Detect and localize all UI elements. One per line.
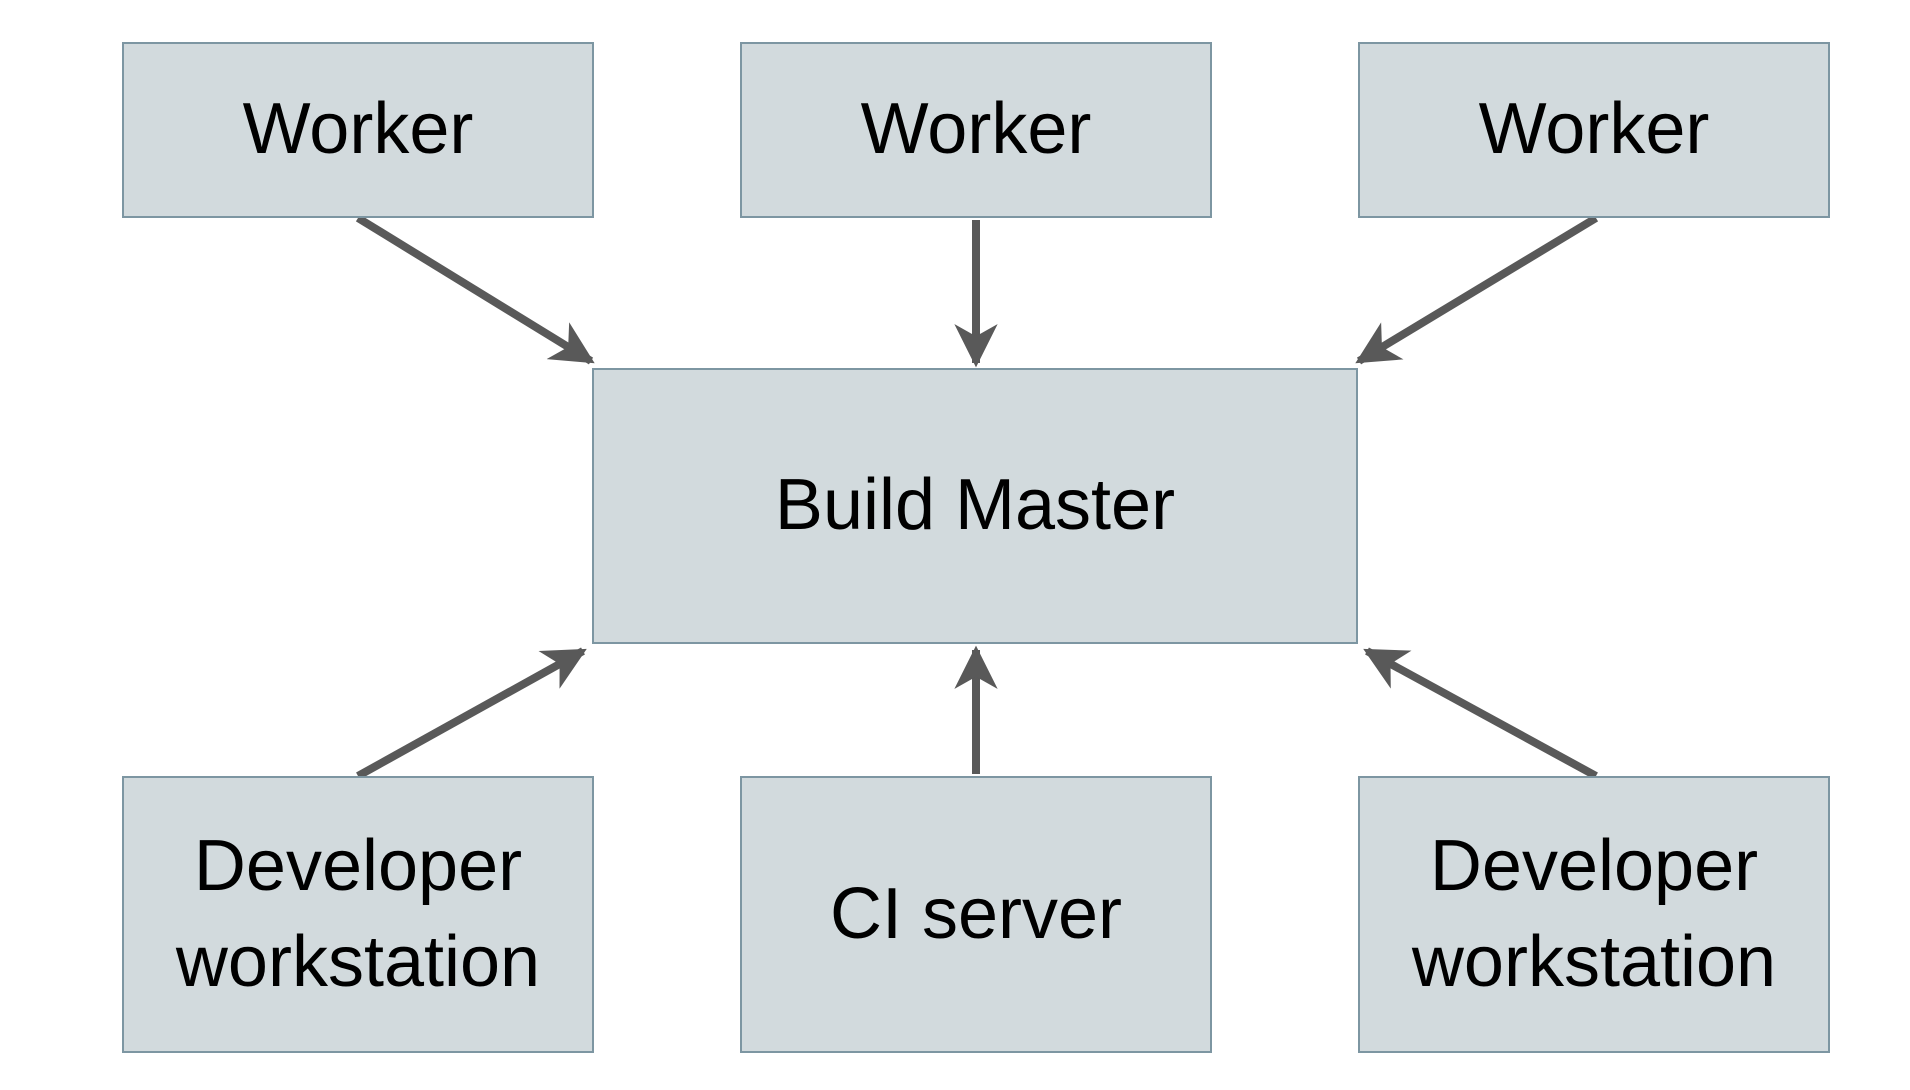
node-developer-workstation-2-label: Developer workstation [1411,826,1777,1002]
node-worker-1: Worker [122,42,594,218]
arrow-developer-workstation-2-to-build-master [1363,647,1598,780]
node-worker-1-label: Worker [242,89,474,170]
node-worker-2-label: Worker [860,89,1092,170]
node-worker-2: Worker [740,42,1212,218]
node-worker-3-label: Worker [1478,89,1710,170]
arrow-developer-workstation-1-to-build-master [356,647,587,780]
node-build-master: Build Master [592,368,1358,644]
arrow-worker-3-to-build-master [1355,214,1599,365]
node-developer-workstation-2: Developer workstation [1358,776,1830,1053]
node-build-master-label: Build Master [774,465,1176,546]
node-ci-server-label: CI server [829,873,1123,954]
node-developer-workstation-1-label: Developer workstation [175,826,541,1002]
node-ci-server: CI server [740,776,1212,1053]
node-developer-workstation-1: Developer workstation [122,776,594,1053]
node-worker-3: Worker [1358,42,1830,218]
arrow-worker-1-to-build-master [355,214,595,365]
